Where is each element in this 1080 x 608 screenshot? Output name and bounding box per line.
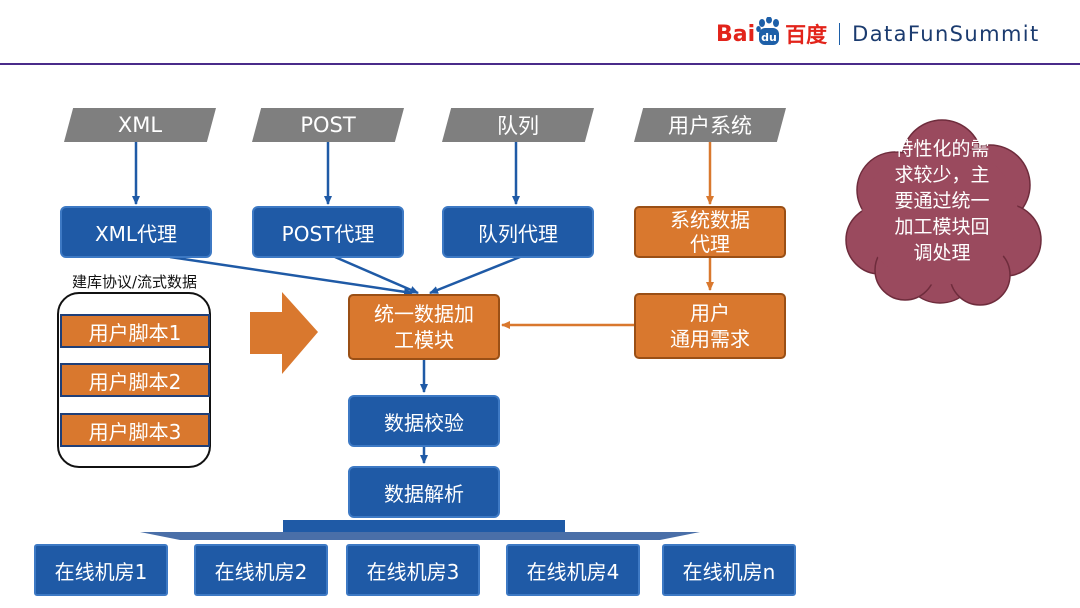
source-queue: 队列 <box>442 108 594 142</box>
user-script-2: 用户脚本2 <box>60 363 210 397</box>
data-parsing: 数据解析 <box>348 466 500 518</box>
datacenter-2: 在线机房2 <box>194 544 328 596</box>
source-post: POST <box>252 108 404 142</box>
arrow-post-proxy <box>334 255 419 295</box>
user-needs-line2: 通用需求 <box>670 327 750 351</box>
logo-separator <box>839 23 841 45</box>
source-user-system: 用户系统 <box>634 108 786 142</box>
user-script-1: 用户脚本1 <box>60 314 210 348</box>
datacenter-3: 在线机房3 <box>346 544 480 596</box>
datafun-logo: DataFunSummit <box>852 22 1040 46</box>
source-xml: XML <box>64 108 216 142</box>
baidu-paw-icon: du <box>756 16 782 51</box>
data-validation: 数据校验 <box>348 395 500 447</box>
user-script-3: 用户脚本3 <box>60 413 210 447</box>
note-line5: 调处理 <box>913 242 971 264</box>
system-data-proxy: 系统数据 代理 <box>634 206 786 258</box>
group-title: 建库协议/流式数据 <box>72 273 198 291</box>
proxy-post: POST代理 <box>252 206 404 258</box>
note-line4: 加工模块回 <box>894 216 990 238</box>
baidu-logo-text: Bai <box>716 21 756 47</box>
unified-line1: 统一数据加 <box>374 302 474 326</box>
arrow-queue-proxy <box>429 255 521 295</box>
datacenter-1: 在线机房1 <box>34 544 168 596</box>
user-common-needs: 用户 通用需求 <box>634 293 786 359</box>
unified-line2: 工模块 <box>394 328 454 352</box>
user-scripts-group <box>57 292 211 468</box>
baidu-cn-logo: 百度 <box>785 23 828 47</box>
arrow-xml-proxy <box>169 255 413 296</box>
header-logos: Bai du 百度 DataFunSummit <box>716 12 1040 56</box>
note-cloud-core <box>862 145 1018 285</box>
note-line2: 求较少，主 <box>894 164 990 186</box>
note-line1: 特性化的需 <box>894 138 990 160</box>
unified-processing-module: 统一数据加 工模块 <box>348 294 500 360</box>
proxy-queue: 队列代理 <box>442 206 594 258</box>
note-text: 特性化的需 求较少，主 要通过统一 加工模块回 调处理 <box>872 136 1012 266</box>
proxy-xml: XML代理 <box>60 206 212 258</box>
baidu-du-text: du <box>761 31 777 44</box>
fanout-base <box>140 532 700 540</box>
fanout-bar <box>283 520 565 532</box>
header-divider <box>0 63 1080 65</box>
datacenter-4: 在线机房4 <box>506 544 640 596</box>
user-needs-line1: 用户 <box>690 301 730 325</box>
datacenter-n: 在线机房n <box>662 544 796 596</box>
system-proxy-line1: 系统数据 <box>670 208 750 232</box>
big-right-arrow <box>250 292 318 374</box>
note-line3: 要通过统一 <box>894 190 990 212</box>
system-proxy-line2: 代理 <box>690 232 730 256</box>
